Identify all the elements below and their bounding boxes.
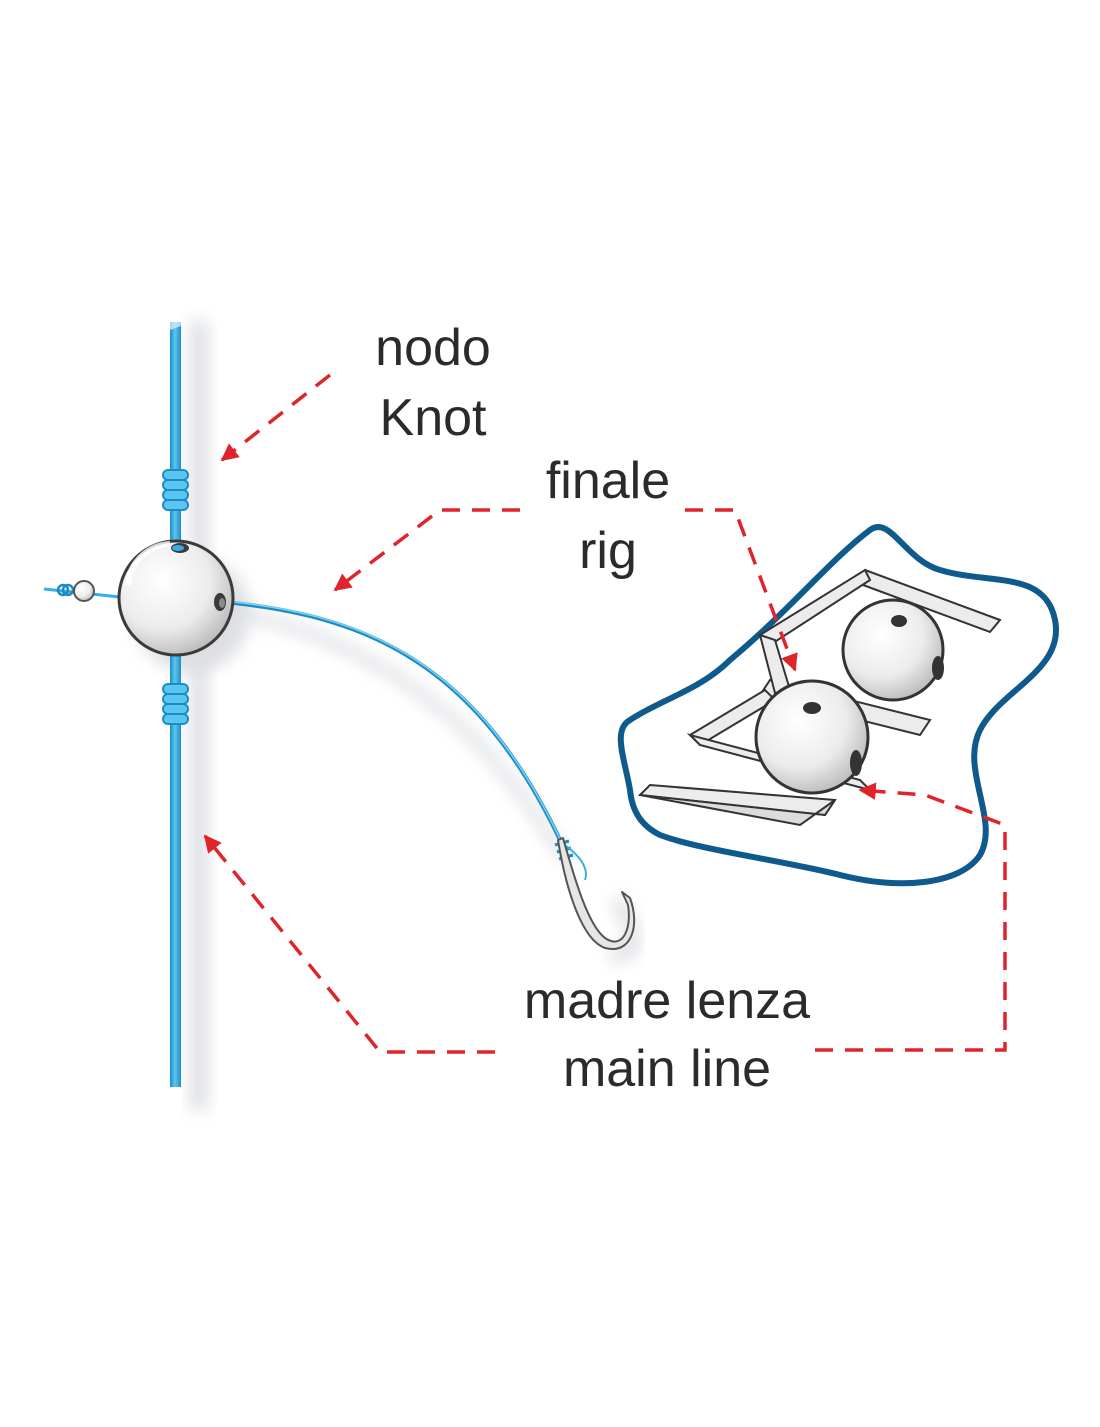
bead-holder-icon [617,524,1060,887]
label-knot-italian: nodo [375,319,491,377]
label-rig-italian: finale [545,452,671,510]
annotation-arrows [203,373,1007,1054]
knot-upper [162,469,189,511]
label-mainline-english: main line [562,1040,772,1098]
label-knot-english: Knot [379,389,487,447]
label-rig-english: rig [579,522,637,580]
arrow-mainline-holder [815,782,1007,1052]
knot-lower [162,683,189,725]
bead-holder-ball-lower [754,679,870,795]
rig-line [224,600,587,881]
arrow-rig-holder [685,508,798,672]
arrow-knot [220,373,332,462]
stop-bead-icon [43,580,121,602]
bead-holder-ball-upper [841,598,945,702]
arrow-mainline [203,834,495,1054]
label-mainline-italian: madre lenza [523,972,811,1030]
arrow-rig [333,508,520,592]
bead [117,539,235,657]
fishing-hook-icon [557,837,636,951]
